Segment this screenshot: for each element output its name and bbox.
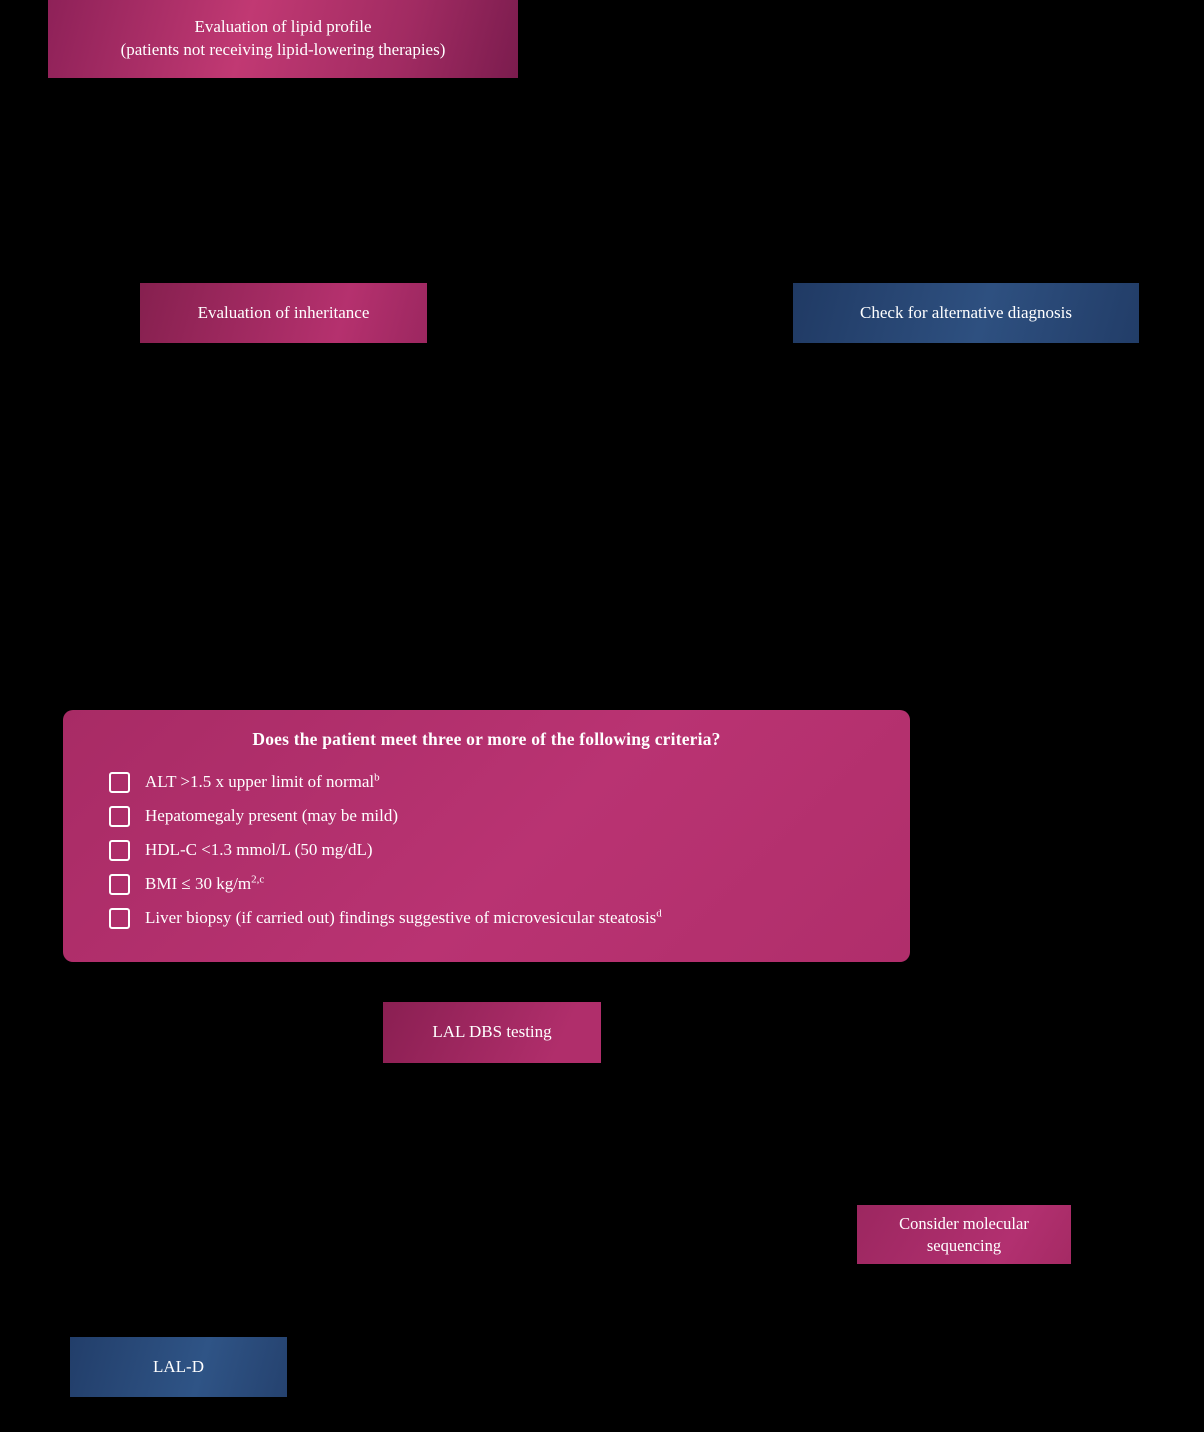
checkbox-icon[interactable] — [109, 874, 130, 896]
criterion-footnote: b — [374, 771, 380, 784]
criterion-row: HDL-C <1.3 mmol/L (50 mg/dL) — [87, 834, 886, 868]
criterion-label: ALT >1.5 x upper limit of normalb — [145, 771, 380, 794]
alternative-diagnosis-box: Check for alternative diagnosis — [793, 283, 1139, 343]
lald-box: LAL-D — [70, 1337, 287, 1397]
criterion-label: Liver biopsy (if carried out) findings s… — [145, 907, 662, 930]
checkbox-icon[interactable] — [109, 806, 130, 828]
criteria-list: ALT >1.5 x upper limit of normalb Hepato… — [87, 766, 886, 936]
criterion-text: Hepatomegaly present (may be mild) — [145, 806, 399, 826]
criterion-text: HDL-C <1.3 mmol/L (50 mg/dL) — [145, 840, 373, 860]
alternative-diagnosis-label: Check for alternative diagnosis — [860, 302, 1072, 322]
lipid-profile-box: Evaluation of lipid profile (patients no… — [48, 0, 518, 78]
criterion-row: Hepatomegaly present (may be mild) — [87, 800, 886, 834]
criterion-row: ALT >1.5 x upper limit of normalb — [87, 766, 886, 800]
lal-dbs-testing-label: LAL DBS testing — [432, 1022, 552, 1042]
criteria-title: Does the patient meet three or more of t… — [252, 729, 721, 749]
checkbox-icon[interactable] — [109, 840, 130, 862]
lald-label: LAL-D — [153, 1356, 204, 1376]
lipid-profile-line1: Evaluation of lipid profile — [194, 17, 372, 37]
inheritance-label: Evaluation of inheritance — [197, 302, 370, 322]
checkbox-icon[interactable] — [109, 908, 130, 930]
molecular-sequencing-box: Consider molecular sequencing — [857, 1205, 1071, 1264]
criterion-footnote: d — [656, 907, 662, 920]
criterion-text: Liver biopsy (if carried out) findings s… — [145, 908, 657, 928]
criteria-box: Does the patient meet three or more of t… — [63, 710, 910, 962]
criterion-row: Liver biopsy (if carried out) findings s… — [87, 902, 886, 936]
lal-dbs-testing-box: LAL DBS testing — [383, 1002, 601, 1063]
criterion-label: HDL-C <1.3 mmol/L (50 mg/dL) — [145, 839, 373, 862]
lipid-profile-line2: (patients not receiving lipid-lowering t… — [120, 40, 446, 59]
checkbox-icon[interactable] — [109, 772, 130, 794]
criterion-text: ALT >1.5 x upper limit of normal — [145, 772, 375, 792]
inheritance-box: Evaluation of inheritance — [140, 283, 427, 343]
molecular-sequencing-line1: Consider molecular — [899, 1214, 1029, 1234]
molecular-sequencing-line2: sequencing — [926, 1235, 1002, 1255]
criterion-label: BMI ≤ 30 kg/m2,c — [145, 873, 264, 896]
criterion-row: BMI ≤ 30 kg/m2,c — [87, 868, 886, 902]
criterion-text: BMI ≤ 30 kg/m — [145, 874, 252, 894]
criterion-footnote: 2,c — [251, 873, 265, 886]
criterion-label: Hepatomegaly present (may be mild) — [145, 805, 398, 828]
